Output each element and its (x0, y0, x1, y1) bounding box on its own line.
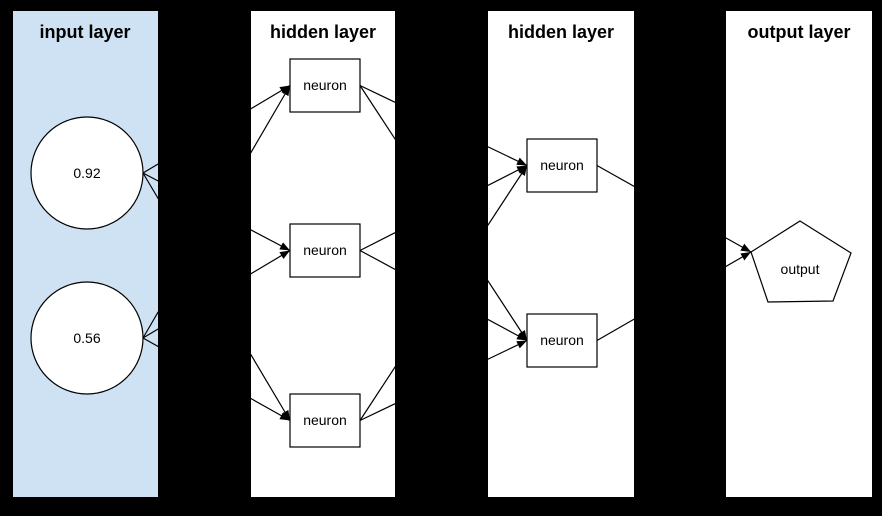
neuron-label: neuron (540, 157, 584, 173)
edge-h1-2-to-h2-2 (359, 249, 528, 342)
input-node-value: 0.56 (73, 330, 100, 346)
edge-h1-1-to-h2-1 (359, 84, 528, 167)
neuron-box (526, 138, 598, 193)
edge-h2-2-to-out-1 (596, 251, 752, 342)
edge-input-1-to-h1-3 (142, 172, 291, 421)
input-layer-panel (13, 11, 158, 497)
output-node-label: output (781, 261, 820, 277)
neuron-label: neuron (303, 412, 347, 428)
neuron-box (289, 393, 361, 448)
edge-input-2-to-h1-2 (142, 249, 291, 339)
hidden-layer-1-title: hidden layer (270, 22, 376, 42)
edge-input-2-to-h1-3 (142, 337, 291, 422)
edge-input-2-to-h1-1 (142, 85, 291, 339)
edge-input-1-to-h1-1 (142, 84, 291, 174)
input-node-value: 0.92 (73, 165, 100, 181)
neuron-label: neuron (303, 242, 347, 258)
output-node-pentagon (750, 220, 852, 303)
edge-h1-2-to-h2-1 (359, 164, 528, 252)
output-layer-title: output layer (747, 22, 850, 42)
neuron-label: neuron (303, 77, 347, 93)
neuron-box (526, 313, 598, 368)
edges-group (142, 84, 752, 422)
edge-h2-1-to-out-1 (596, 164, 752, 253)
neuron-label: neuron (540, 332, 584, 348)
hidden-layer-2-panel (488, 11, 634, 497)
edge-h1-3-to-h2-1 (359, 165, 528, 421)
input-layer-title: input layer (39, 22, 130, 42)
edge-h1-1-to-h2-2 (359, 85, 528, 341)
hidden-layer-2-title: hidden layer (508, 22, 614, 42)
edge-h1-3-to-h2-2 (359, 339, 528, 422)
